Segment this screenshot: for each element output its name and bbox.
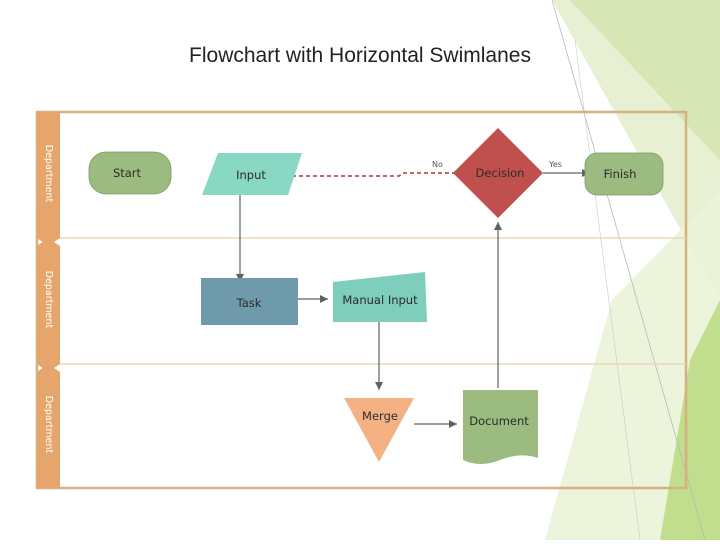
document-node-shape[interactable] — [463, 390, 538, 464]
manual-input-node-shape[interactable] — [333, 272, 427, 322]
input-node-label: Input — [236, 168, 266, 182]
finish-node-label: Finish — [603, 167, 637, 181]
lane-tab-3 — [37, 364, 60, 488]
task-node-label: Task — [236, 296, 262, 310]
edge-decision-to-input — [278, 172, 456, 180]
manual-input-node-label: Manual Input — [342, 293, 418, 307]
lane-tab-2 — [37, 238, 60, 372]
lane-tab-1 — [37, 112, 60, 246]
nodes — [88, 128, 664, 464]
edges — [236, 169, 590, 428]
document-node-label: Document — [469, 414, 529, 428]
edge-label-no: No — [432, 160, 443, 169]
input-node-shape[interactable] — [202, 153, 302, 195]
decision-node-label: Decision — [475, 166, 525, 180]
lane-label-2: Department — [43, 270, 54, 329]
lane-label-3: Department — [43, 395, 54, 454]
decision-node-shape[interactable] — [453, 128, 543, 218]
edge-label-yes: Yes — [549, 160, 562, 169]
merge-node-label: Merge — [362, 409, 398, 423]
start-node-shape[interactable] — [88, 151, 172, 195]
task-node-shape[interactable] — [201, 278, 298, 325]
start-node-label: Start — [112, 166, 142, 180]
finish-node-shape[interactable] — [584, 152, 664, 196]
page-title: Flowchart with Horizontal Swimlanes — [189, 44, 531, 67]
lane-tabs — [37, 112, 60, 488]
lane-label-1: Department — [43, 144, 54, 203]
merge-node-shape[interactable] — [344, 398, 414, 462]
decorative-background — [545, 0, 720, 541]
